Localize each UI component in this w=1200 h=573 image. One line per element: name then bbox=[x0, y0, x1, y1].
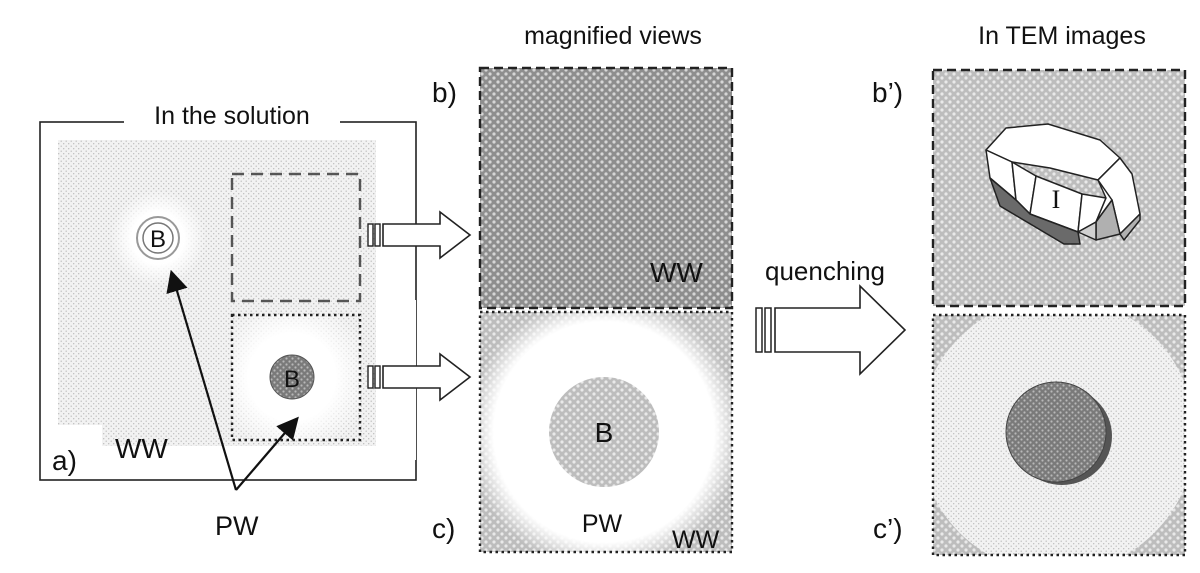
crystal-label: I bbox=[1052, 185, 1061, 214]
selection-box-b bbox=[230, 172, 362, 303]
pw-arrow-upper bbox=[166, 269, 238, 491]
particle-sphere bbox=[1005, 381, 1107, 483]
title-gap bbox=[124, 110, 340, 134]
panel-a-ww-label: WW bbox=[115, 433, 168, 464]
crystal-shape bbox=[985, 123, 1141, 245]
panel-c-prime: c’) bbox=[873, 313, 1187, 557]
panel-c-pw-label: PW bbox=[582, 510, 623, 538]
upper-b-particle bbox=[142, 222, 174, 254]
panel-a-title: In the solution bbox=[154, 102, 310, 130]
panel-c-prime-frame bbox=[931, 313, 1187, 557]
lower-b-particle bbox=[269, 354, 315, 400]
quenching-label: quenching bbox=[765, 256, 885, 286]
panel-b-ww-fill bbox=[478, 66, 734, 310]
panel-c-ww-label: WW bbox=[672, 526, 720, 554]
block-arrow-to-b bbox=[367, 210, 472, 260]
panel-a-label: a) bbox=[52, 445, 77, 476]
panel-b-prime: b’) I bbox=[872, 68, 1187, 308]
panel-b-prime-label: b’) bbox=[872, 77, 903, 108]
panel-b-ww-label: WW bbox=[650, 257, 703, 288]
panel-b: b) WW bbox=[432, 66, 734, 310]
pw-arrow-lower bbox=[235, 416, 299, 491]
quenching-arrow bbox=[755, 284, 907, 376]
block-arrow-to-c bbox=[367, 352, 472, 402]
panel-c-b-particle bbox=[549, 377, 659, 487]
panel-a: In the solution B B a) WW PW bbox=[39, 102, 417, 541]
upper-b-label: B bbox=[150, 226, 166, 253]
magnified-views-title: magnified views bbox=[524, 22, 702, 50]
panel-c-prime-label: c’) bbox=[873, 513, 903, 544]
panel-c-frame bbox=[478, 310, 734, 554]
panel-b-label: b) bbox=[432, 77, 457, 108]
panel-c: B c) PW WW bbox=[432, 310, 734, 554]
tem-images-title: In TEM images bbox=[978, 22, 1146, 50]
panel-c-b-label: B bbox=[595, 417, 614, 448]
lower-b-label: B bbox=[284, 366, 300, 393]
panel-c-label: c) bbox=[432, 513, 455, 544]
panel-a-pw-label: PW bbox=[215, 511, 259, 541]
